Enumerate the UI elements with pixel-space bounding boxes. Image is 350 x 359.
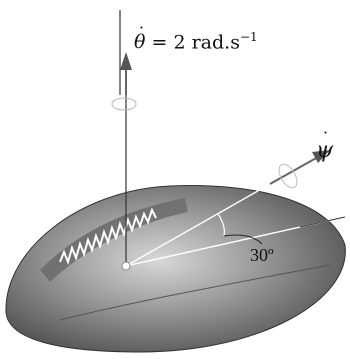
- psi-dot-symbol: ˙ψ: [316, 129, 334, 163]
- angle-label: 30º: [250, 245, 274, 265]
- football-laces: [59, 207, 157, 266]
- center-point: [121, 261, 131, 271]
- theta-rotation-indicator: [111, 97, 137, 111]
- psi-symbol: ψ: [316, 138, 334, 163]
- theta-rate-label: ˙θ = 2 rad.s−1: [134, 24, 258, 54]
- angle-arc: [217, 213, 225, 237]
- psi-overdot: ˙: [321, 129, 330, 150]
- theta-dot-symbol: ˙θ: [134, 24, 146, 54]
- theta-exponent: −1: [239, 30, 258, 44]
- football-lower-seam: [59, 264, 331, 321]
- psi-arrow-shaft: [269, 156, 319, 185]
- football: [5, 184, 346, 353]
- psi-rotation-indicator: [278, 163, 298, 189]
- angle-leader: [223, 234, 263, 245]
- psi-arrow-head: [312, 150, 330, 163]
- reference-line-outside: [299, 216, 346, 228]
- theta-equation-text: = 2 rad.s: [145, 31, 240, 54]
- football-body: [5, 184, 346, 353]
- football-seam-stripe: [40, 198, 188, 282]
- psi-rate-label: ˙ψ: [316, 129, 334, 163]
- theta-arrow-head: [120, 52, 132, 70]
- theta-symbol: θ: [134, 31, 146, 54]
- theta-overdot: ˙: [137, 24, 146, 46]
